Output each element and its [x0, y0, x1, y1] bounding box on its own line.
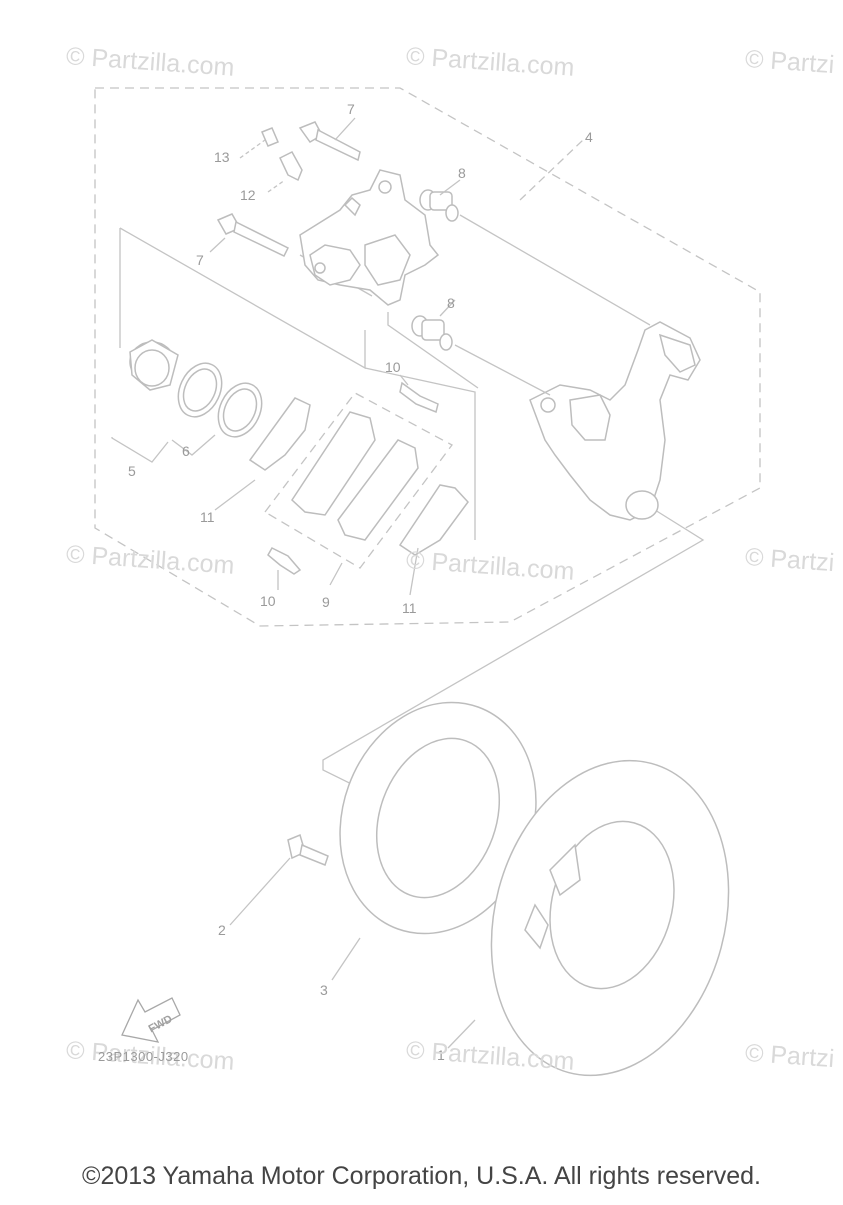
watermark-mid-right: © Partzi [744, 542, 836, 578]
callout-8-lower: 8 [447, 295, 455, 311]
callout-11-right: 11 [402, 600, 417, 616]
watermark-bottom-right: © Partzi [744, 1038, 836, 1074]
grouping-lines [119, 227, 479, 540]
piston-seals [177, 362, 263, 438]
callout-4: 4 [585, 129, 593, 145]
pad-set-boundary [264, 392, 453, 569]
callout-3: 3 [320, 982, 328, 998]
brake-pad-right [337, 439, 419, 541]
pad-spring-upper [399, 381, 439, 414]
callout-2: 2 [218, 922, 226, 938]
caliper-body [299, 169, 440, 306]
bracket-leader-lines [454, 214, 651, 396]
caliper-bracket [529, 321, 701, 521]
brake-pad-left [291, 411, 376, 516]
pad-spring-lower [267, 547, 302, 575]
callout-7-lower: 7 [196, 252, 204, 268]
bushing-upper [419, 189, 459, 222]
callout-12: 12 [240, 187, 256, 203]
callout-9: 9 [322, 594, 330, 610]
callout-1: 1 [437, 1047, 445, 1063]
watermark-top-right: © Partzi [744, 44, 836, 80]
forward-arrow-icon: FWD [121, 997, 181, 1043]
pad-shim-right [398, 484, 469, 556]
caliper-bolt-upper [298, 121, 361, 162]
callout-6: 6 [182, 443, 190, 459]
callout-7-upper: 7 [347, 101, 355, 117]
caliper-bolt-lower [216, 213, 290, 257]
caliper-assembly-boundary [94, 87, 761, 627]
callout-11-left: 11 [200, 509, 215, 525]
bleed-screw [279, 151, 303, 182]
bushing-lower [411, 315, 453, 351]
caliper-piston [129, 339, 179, 391]
callout-10-lower: 10 [260, 593, 276, 609]
disc-bolt [287, 833, 329, 866]
callout-10-upper: 10 [385, 359, 401, 375]
brake-disc-rear [339, 701, 537, 935]
diagram-code: 23P1300-J320 [98, 1049, 189, 1064]
callout-13: 13 [214, 149, 230, 165]
callout-leaders [111, 117, 584, 1049]
callout-8-upper: 8 [458, 165, 466, 181]
brake-disc-wave [490, 759, 730, 1077]
callout-5: 5 [128, 463, 136, 479]
pad-shim-left [248, 397, 311, 471]
copyright-notice: ©2013 Yamaha Motor Corporation, U.S.A. A… [82, 1162, 761, 1190]
bleed-cap [261, 127, 279, 147]
